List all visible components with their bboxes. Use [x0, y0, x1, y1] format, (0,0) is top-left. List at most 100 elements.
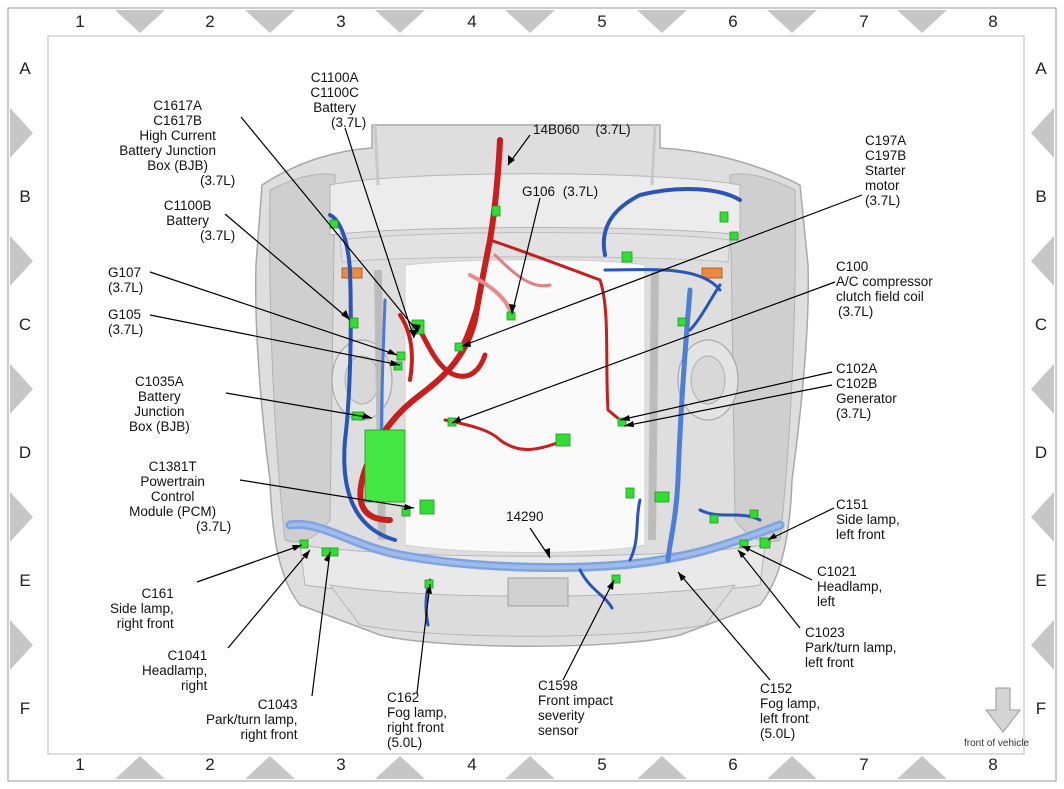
top-border-markers	[115, 10, 947, 33]
leader-arrowheads	[292, 155, 777, 594]
callout-line: severity	[538, 708, 585, 723]
grid-row-c: C	[18, 315, 32, 334]
grid-col-8: 8	[988, 12, 998, 31]
grid-col-6: 6	[728, 12, 738, 31]
callout-line: C1381T	[148, 459, 197, 474]
callout-line: (3.7L)	[838, 304, 874, 319]
grid-row-d-right: D	[1034, 443, 1048, 462]
inner-border	[47, 35, 1025, 755]
callout-c152: C152 Fog lamp, left front (5.0L)	[760, 681, 820, 741]
callout-line: C1598	[538, 678, 578, 693]
callout-line: G106	[522, 184, 556, 199]
callout-line: C1023	[805, 625, 845, 640]
callout-g107: G107 (3.7L)	[108, 265, 143, 295]
callout-line: Control	[150, 489, 195, 504]
callout-line: C1617B	[153, 113, 203, 128]
callout-c1617: C1617A C1617B High Current Battery Junct…	[100, 98, 235, 188]
callout-line: (3.7L)	[108, 280, 144, 295]
callout-line: G107	[108, 265, 142, 280]
callout-line: Box (BJB)	[129, 419, 190, 434]
callout-c161: C161 Side lamp, right front	[110, 586, 174, 631]
grid-col-3: 3	[336, 12, 346, 31]
callout-line: left front	[760, 711, 809, 726]
grid-col-4-bottom: 4	[467, 755, 477, 774]
vehicle-engine-compartment	[254, 124, 809, 647]
callout-line: C1021	[817, 564, 857, 579]
callout-c1035a: C1035A Battery Junction Box (BJB)	[129, 374, 190, 434]
grid-row-b-right: B	[1035, 187, 1047, 206]
callout-c1043: C1043 Park/turn lamp, right front	[206, 697, 298, 742]
callout-line: C102B	[836, 376, 878, 391]
grid-col-7: 7	[859, 12, 869, 31]
right-border-markers	[1031, 108, 1054, 670]
callout-line: clutch field coil	[836, 289, 924, 304]
grid-col-2: 2	[205, 12, 215, 31]
callout-line: (5.0L)	[387, 735, 423, 750]
callout-line: C161	[141, 586, 174, 601]
callout-14290: 14290	[506, 509, 544, 524]
callout-c162: C162 Fog lamp, right front (5.0L)	[387, 690, 447, 750]
callout-line: C1100A	[310, 70, 359, 85]
callout-line: C152	[760, 681, 793, 696]
callout-line: right front	[116, 616, 174, 631]
grid-col-2-bottom: 2	[205, 755, 215, 774]
callout-line: right front	[387, 720, 445, 735]
callout-line: Battery	[166, 213, 210, 228]
callout-line: (3.7L)	[200, 173, 236, 188]
callout-line: Side lamp,	[110, 601, 174, 616]
callout-line: High Current	[139, 128, 216, 143]
callout-line: (3.7L)	[108, 322, 144, 337]
callout-line: Starter	[865, 163, 906, 178]
callout-line: C102A	[836, 361, 878, 376]
callout-line: (3.7L)	[331, 115, 367, 130]
callout-line: G105	[108, 307, 142, 322]
callout-g105: G105 (3.7L)	[108, 307, 143, 337]
callout-line: Front impact	[538, 693, 614, 708]
callout-line: C1035A	[134, 374, 184, 389]
callout-line: (3.7L)	[595, 122, 631, 137]
callout-line: Battery	[137, 389, 181, 404]
callout-c1023: C1023 Park/turn lamp, left front	[805, 625, 897, 670]
callout-line: left front	[836, 527, 885, 542]
grid-col-6-bottom: 6	[728, 755, 738, 774]
callout-c1598: C1598 Front impact severity sensor	[538, 678, 613, 738]
callout-line: Battery Junction	[119, 143, 217, 158]
callout-line: (3.7L)	[562, 184, 599, 199]
callout-c197: C197A C197B Starter motor (3.7L)	[865, 133, 906, 208]
callout-14b060: 14B060 (3.7L)	[533, 122, 631, 137]
callout-line: C197B	[865, 148, 907, 163]
callout-line: C162	[387, 690, 420, 705]
callout-line: C1100C	[310, 85, 359, 100]
callout-line: Powertrain	[140, 474, 205, 489]
wiring-harnesses	[285, 137, 785, 627]
callout-line: (5.0L)	[760, 726, 796, 741]
callout-line: left front	[805, 655, 854, 670]
callout-c1100b: C1100B Battery (3.7L)	[140, 198, 236, 243]
callout-line: C1043	[257, 697, 298, 712]
callout-line: Headlamp,	[142, 663, 208, 678]
grid-row-a-right: A	[1035, 59, 1047, 78]
callout-c1041: C1041 Headlamp, right	[142, 648, 207, 693]
front-of-vehicle-arrow-icon	[984, 687, 1022, 733]
callout-line: C1041	[167, 648, 208, 663]
callout-g106: G106 (3.7L)	[522, 184, 598, 199]
callout-line: right front	[240, 727, 298, 742]
callout-line: Fog lamp,	[760, 696, 821, 711]
callout-line: left	[817, 594, 836, 609]
callout-c102: C102A C102B Generator (3.7L)	[836, 361, 897, 421]
left-border-markers	[10, 108, 33, 670]
callout-line: sensor	[538, 723, 579, 738]
callout-c151: C151 Side lamp, left front	[836, 497, 900, 542]
callout-line: (3.7L)	[196, 519, 232, 534]
callout-line: C100	[836, 259, 869, 274]
grid-col-1-bottom: 1	[75, 755, 85, 774]
grid-row-f: F	[19, 699, 31, 718]
front-of-vehicle-label: front of vehicle	[964, 738, 1030, 749]
leader-lines	[149, 116, 863, 697]
grid-col-1: 1	[75, 12, 85, 31]
callout-line: right	[181, 678, 208, 693]
grid-col-8-bottom: 8	[988, 755, 998, 774]
callout-line: 14B060	[533, 122, 580, 137]
callout-line: C197A	[865, 133, 907, 148]
